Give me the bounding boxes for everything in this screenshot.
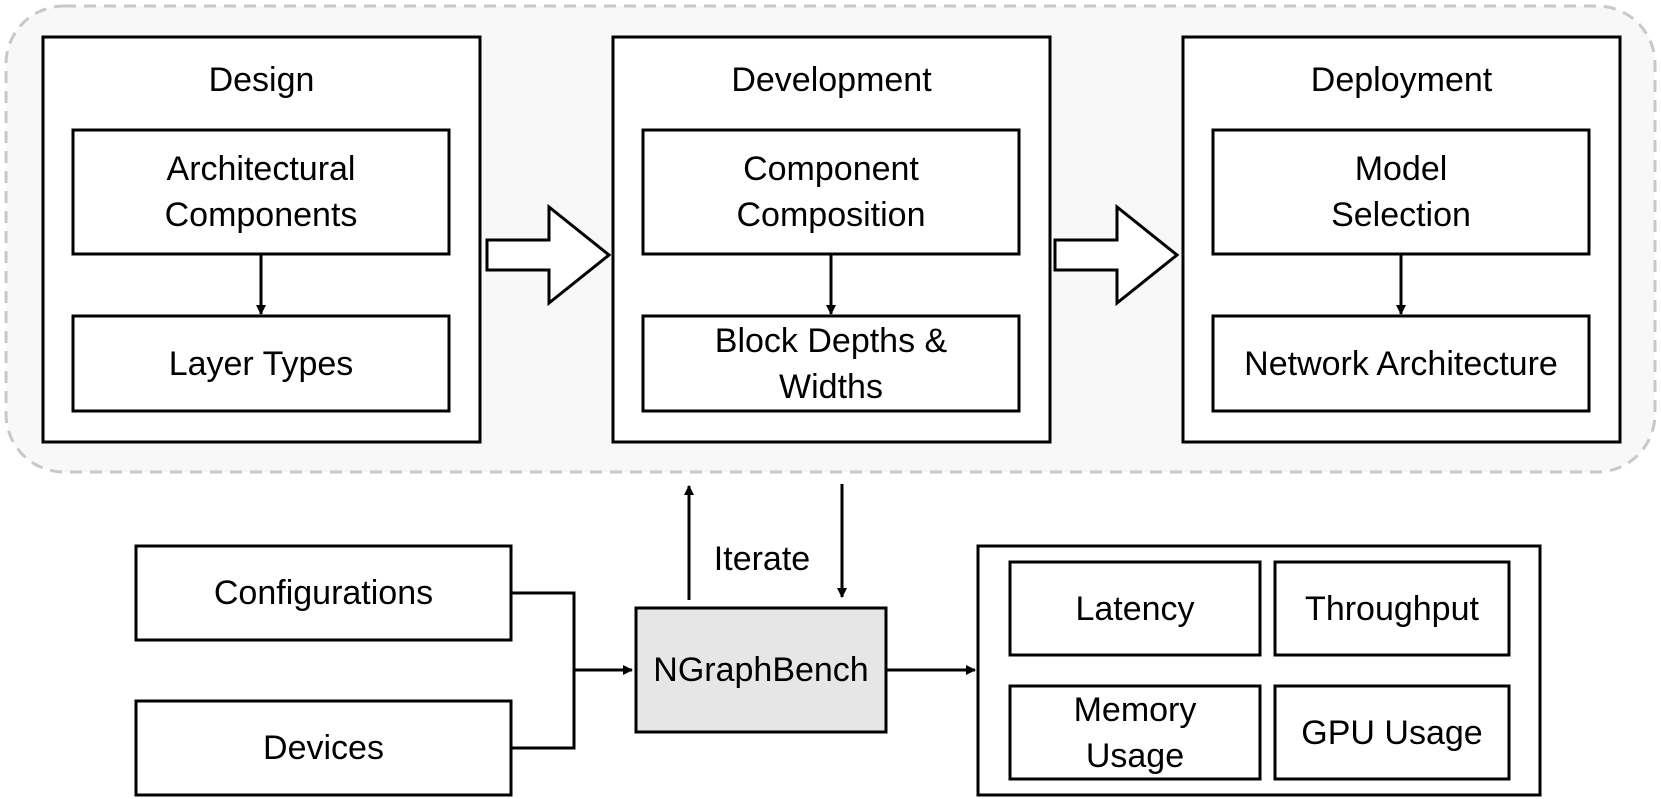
- devices-box: [134, 699, 513, 797]
- deployment-title: Deployment: [1310, 61, 1493, 99]
- memory-usage-label: Memory Usage: [1073, 690, 1197, 775]
- design-title: Design: [208, 61, 315, 99]
- ngraphbench-box: [634, 606, 888, 734]
- layer-types-label: Layer Types: [168, 344, 354, 383]
- throughput-box: [1273, 560, 1511, 657]
- devices-label: Devices: [263, 729, 384, 767]
- latency-box: [1008, 560, 1262, 657]
- network-architecture-label: Network Architecture: [1244, 344, 1558, 383]
- network-architecture-box: [1211, 314, 1591, 413]
- throughput-label: Throughput: [1305, 589, 1479, 628]
- gpu-usage-box: [1273, 684, 1511, 781]
- layer-types-box: [71, 314, 451, 413]
- gpu-usage-label: GPU Usage: [1301, 713, 1483, 752]
- model-selection-label: Model Selection: [1331, 150, 1471, 234]
- block-depths-box: [641, 314, 1021, 413]
- memory-usage-box: [1008, 684, 1262, 781]
- model-selection-box: [1211, 128, 1591, 256]
- configurations-label: Configurations: [213, 574, 434, 612]
- architectural-components-box: [71, 128, 451, 256]
- latency-label: Latency: [1075, 589, 1195, 628]
- architectural-components-label: Architectural Components: [164, 150, 358, 234]
- block-depths-label: Block Depths & Widths: [714, 321, 948, 406]
- development-title: Development: [731, 61, 932, 99]
- component-composition-box: [641, 128, 1021, 256]
- iterate-label: Iterate: [713, 540, 811, 578]
- configurations-connector: [511, 591, 576, 670]
- ngraphbench-label: NGraphBench: [653, 651, 869, 689]
- development-to-deployment-arrow: [1053, 203, 1180, 307]
- devices-connector: [511, 670, 576, 750]
- design-to-development-arrow: [485, 203, 612, 307]
- component-composition-label: Component Composition: [736, 150, 926, 234]
